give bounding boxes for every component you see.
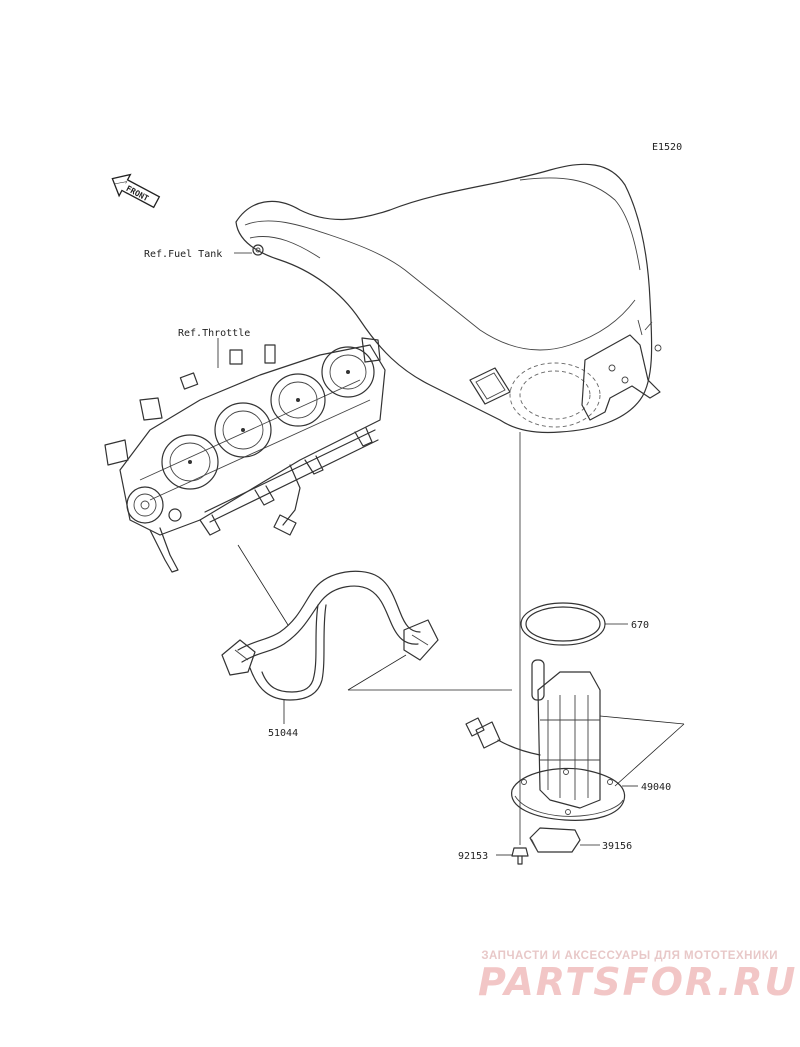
fuel-hose xyxy=(221,570,439,701)
throttle-body xyxy=(104,337,386,573)
bolt xyxy=(511,847,529,865)
ref-fuel-tank-label: Ref.Fuel Tank xyxy=(144,249,222,260)
watermark-tagline: ЗАПЧАСТИ И АКСЕССУАРЫ ДЛЯ МОТОТЕХНИКИ xyxy=(481,950,778,962)
front-arrow-icon: FRONT xyxy=(111,173,161,209)
pad xyxy=(529,827,581,853)
hose-leader-top xyxy=(237,544,289,626)
part-number-pad: 39156 xyxy=(602,841,632,852)
watermark-logo: PARTSFOR.RU xyxy=(478,960,798,1004)
part-number-fuel-hose: 51044 xyxy=(268,728,298,739)
part-number-fuel-pump: 49040 xyxy=(641,782,671,793)
part-number-bolt: 92153 xyxy=(458,851,488,862)
pump-leader-top xyxy=(599,715,685,725)
part-number-o-ring: 670 xyxy=(631,620,649,631)
watermark: ЗАПЧАСТИ И АКСЕССУАРЫ ДЛЯ МОТОТЕХНИКИ PA… xyxy=(478,950,798,1004)
o-ring xyxy=(520,602,606,646)
hose-leader-right xyxy=(347,654,407,691)
pump-leader-diag xyxy=(614,723,685,787)
ref-throttle-label: Ref.Throttle xyxy=(178,328,250,339)
fuel-pump xyxy=(465,659,626,821)
diagram-code: E1520 xyxy=(652,142,682,153)
fuel-tank xyxy=(235,163,662,434)
